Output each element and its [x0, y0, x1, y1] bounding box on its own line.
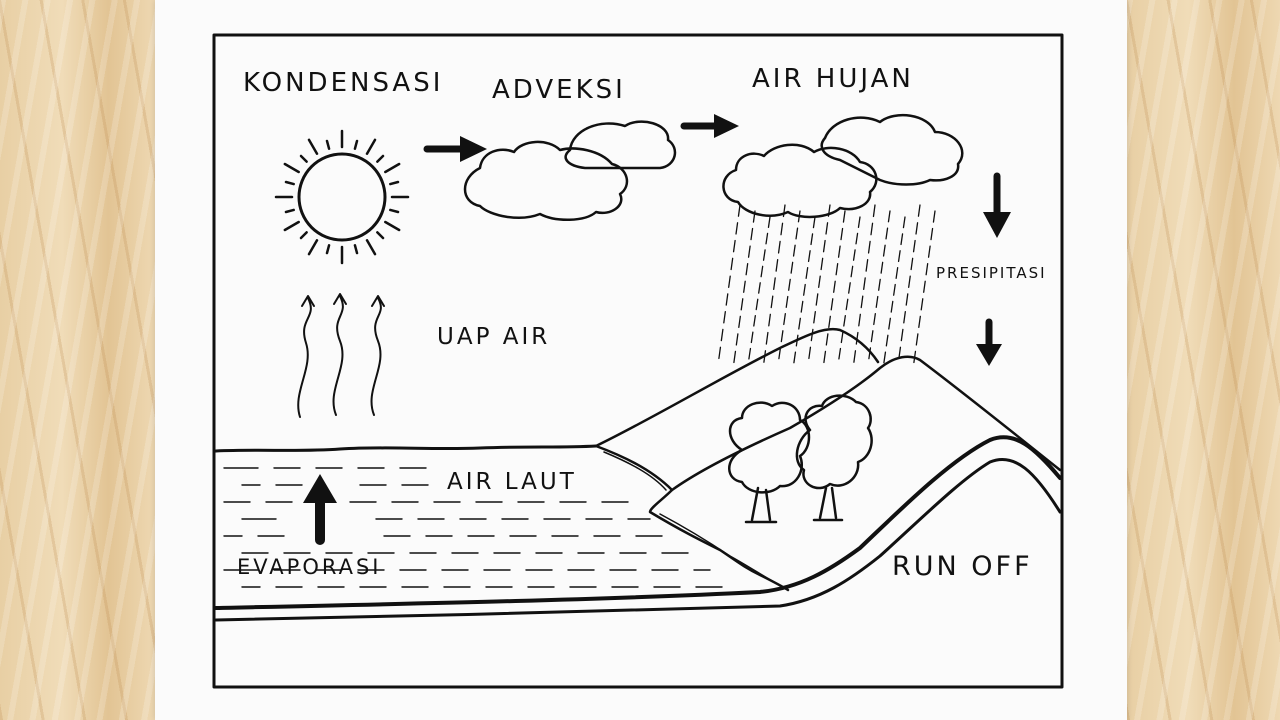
label-presipitasi: PRESIPITASI: [936, 264, 1047, 282]
wood-background-left: [0, 0, 155, 720]
arrow-up-icon: [303, 474, 337, 545]
tree-icon: [795, 394, 873, 522]
vapor-arrow-icon: [370, 295, 385, 416]
label-evaporasi: EVAPORASI: [237, 555, 382, 579]
sea-surface: [214, 444, 598, 453]
paper-sheet: [155, 0, 1127, 720]
runoff-river: [214, 457, 1062, 622]
label-adveksi: ADVEKSI: [492, 75, 626, 105]
arrow-down-icon: [976, 318, 1002, 366]
arrow-right-icon: [680, 114, 739, 138]
vapor-arrow-icon: [332, 293, 347, 416]
rain-icon: [718, 204, 936, 364]
cloud-icon: [564, 120, 677, 170]
label-air-laut: AIR LAUT: [447, 469, 577, 495]
arrow-right-icon: [423, 136, 487, 162]
diagram-frame: [212, 33, 1064, 689]
arrow-down-icon: [983, 172, 1011, 238]
wood-background-right: [1127, 0, 1280, 720]
label-uap-air: UAP AIR: [437, 324, 551, 350]
vapor-arrow-icon: [297, 295, 315, 418]
sun-icon: [274, 129, 410, 265]
label-kondensasi: KONDENSASI: [243, 68, 444, 98]
shoreline-wave: [603, 451, 775, 583]
cloud-icon: [463, 140, 629, 221]
sea-water: [223, 467, 723, 588]
runoff-river: [214, 435, 1062, 610]
label-air-hujan: AIR HUJAN: [752, 64, 914, 94]
tree-icon: [728, 401, 811, 524]
cloud-icon: [722, 143, 878, 219]
shoreline: [594, 444, 790, 592]
label-run-off: RUN OFF: [892, 551, 1033, 582]
cloud-icon: [820, 114, 964, 186]
mountain-back: [594, 327, 880, 448]
